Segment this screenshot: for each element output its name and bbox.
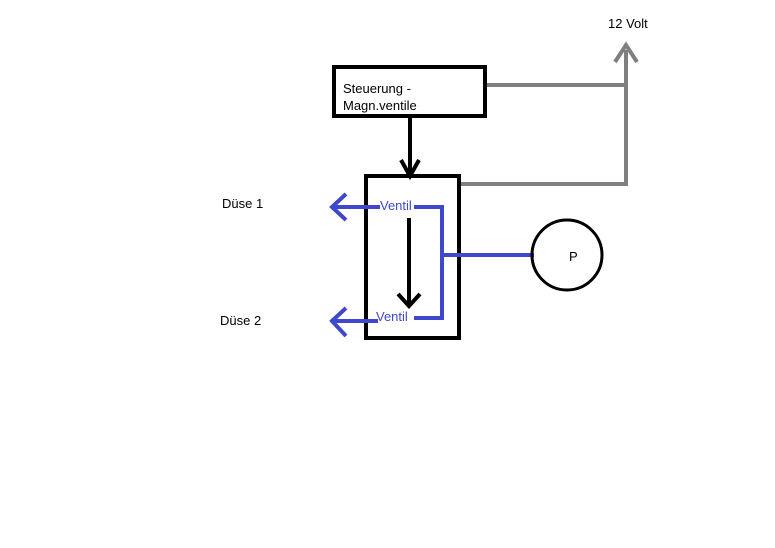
pump-label: P [569,249,578,264]
nozzle1-arrowhead [329,192,348,222]
supply-arrowhead [613,41,639,64]
voltage-label: 12 Volt [608,16,648,31]
pump-circle [530,218,604,292]
control-signal-arrow [399,116,421,181]
line-valve1-manifold [414,205,444,318]
fluid-lines [329,192,534,338]
nozzle2-label: Düse 2 [220,313,261,328]
nozzle2-arrowhead [329,306,348,338]
valve2-label: Ventil [376,309,408,324]
control-label-line1: Steuerung - [343,81,411,96]
nozzle1-label: Düse 1 [222,196,263,211]
valve-internal-arrow [396,218,422,309]
control-label-line2: Magn.ventile [343,98,417,113]
power-wiring [461,41,639,186]
valve1-label: Ventil [380,198,412,213]
